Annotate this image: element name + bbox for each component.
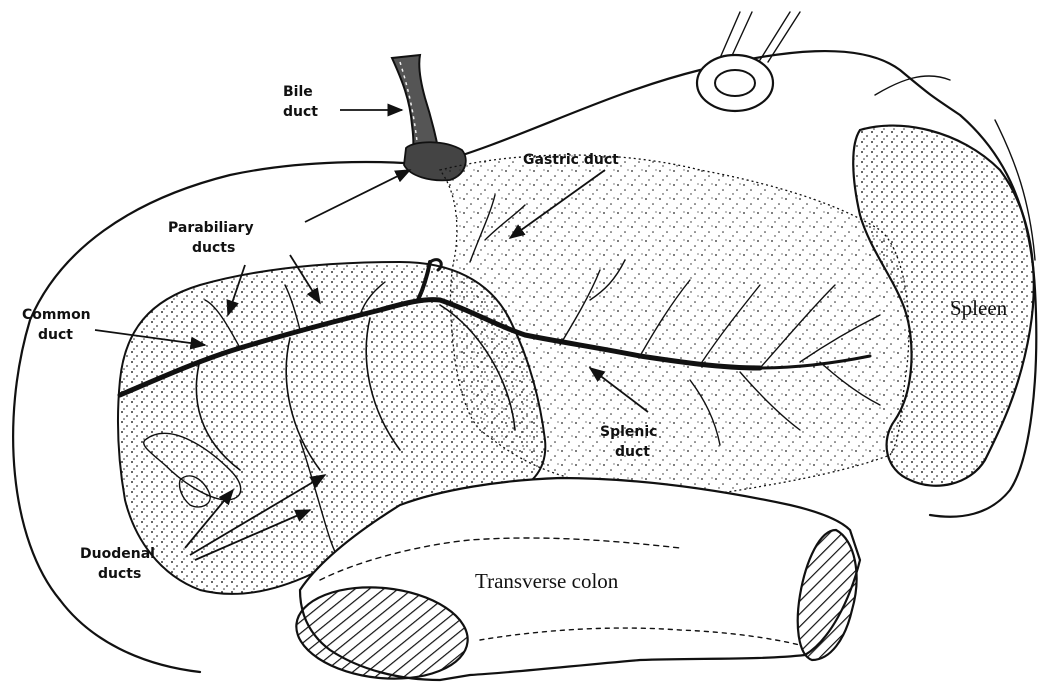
duodenal-ducts-label: Duodenal ducts xyxy=(80,546,160,582)
retractor-instrument xyxy=(697,12,800,111)
common-duct-label: Common duct xyxy=(22,307,96,343)
bile-duct-tube xyxy=(392,55,466,180)
parabiliary-ducts-label: Parabiliary ducts xyxy=(168,220,258,256)
transverse-colon-label: Transverse colon xyxy=(475,569,619,593)
bile-duct-label: Bile duct xyxy=(283,84,318,120)
gastric-duct-label: Gastric duct xyxy=(523,152,619,168)
parabiliary-arrow-top xyxy=(305,170,410,222)
spleen-label: Spleen xyxy=(950,296,1008,320)
